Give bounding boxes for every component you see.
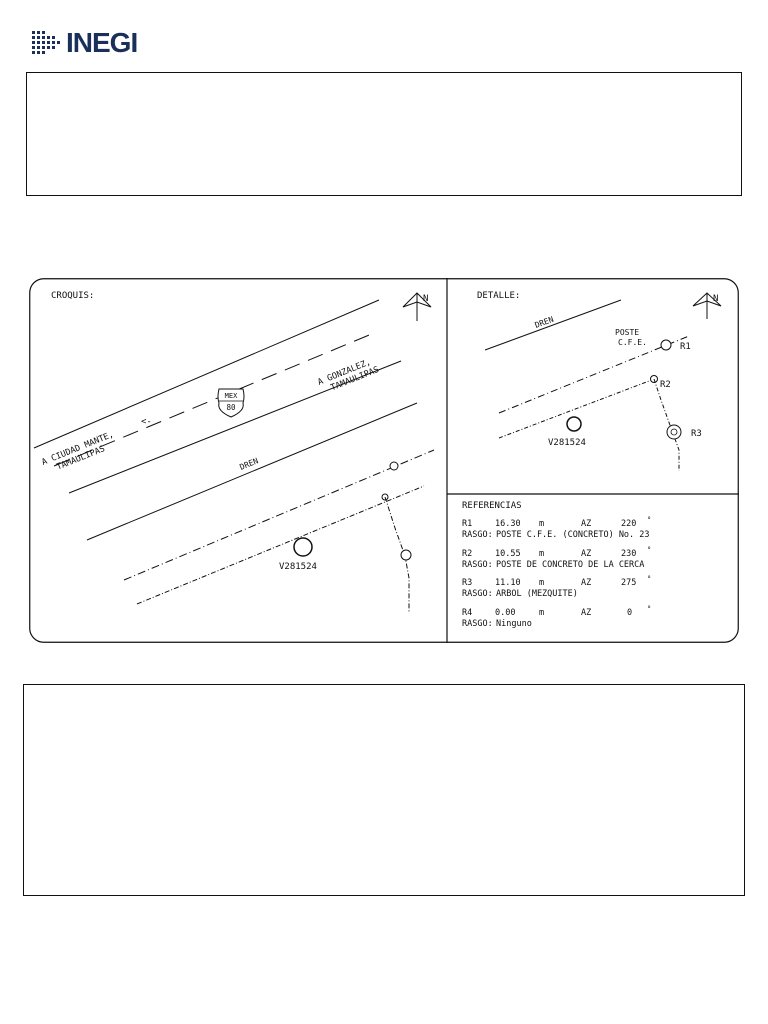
- highway-edge-top: [33, 299, 380, 449]
- ref-degree: °: [647, 546, 651, 554]
- referencias-title: REFERENCIAS: [462, 501, 522, 511]
- highway-edge-bottom: [68, 360, 402, 494]
- r3-label: R3: [691, 429, 702, 439]
- ref-rasgo: ARBOL (MEZQUITE): [496, 589, 578, 599]
- ref-azimuth: 275: [621, 578, 636, 588]
- vertex-marker: [293, 537, 313, 557]
- poste-marker: [389, 461, 399, 471]
- ref-azimuth: 220: [621, 519, 636, 529]
- ref-rasgo: POSTE DE CONCRETO DE LA CERCA: [496, 560, 644, 570]
- ref-unit: m: [539, 549, 544, 559]
- croquis-title: CROQUIS:: [51, 291, 94, 301]
- vertex-label: V281524: [279, 562, 317, 572]
- ref-id: R2: [462, 549, 472, 559]
- dren-line-detail: [484, 299, 622, 351]
- dren-line: [86, 402, 418, 541]
- ref-id: R3: [462, 578, 472, 588]
- ref-distance: 0.00: [495, 608, 515, 618]
- ref-degree: °: [647, 575, 651, 583]
- poste-label-2: C.F.E.: [618, 338, 647, 347]
- reference-r1: R1 16.30 m AZ 220 ° RASGO: POSTE C.F.E. …: [462, 516, 651, 540]
- ref-distance: 16.30: [495, 519, 521, 529]
- reference-r3: R3 11.10 m AZ 275 ° RASGO: ARBOL (MEZQUI…: [462, 575, 651, 599]
- highway-centerline: [53, 332, 375, 467]
- ref-rasgo-label: RASGO:: [462, 619, 493, 629]
- reference-r2: R2 10.55 m AZ 230 ° RASGO: POSTE DE CONC…: [462, 546, 651, 570]
- shield-number: 80: [226, 403, 236, 412]
- fence-line-detail-2: [498, 377, 658, 439]
- ref-az-label: AZ: [581, 549, 591, 559]
- vertex-marker-detail: [566, 416, 582, 432]
- ref-azimuth: 0: [627, 608, 632, 618]
- poste-label-1: POSTE: [615, 328, 639, 337]
- ref-rasgo-label: RASGO:: [462, 560, 493, 570]
- ref-degree: °: [647, 605, 651, 613]
- logo-text: INEGI: [66, 27, 138, 58]
- ref-azimuth: 230: [621, 549, 636, 559]
- ref-unit: m: [539, 578, 544, 588]
- fence-line-2: [136, 485, 425, 605]
- fence-line-1: [123, 449, 435, 581]
- ref-unit: m: [539, 608, 544, 618]
- fence-line-detail-1: [498, 335, 690, 414]
- ref-degree: °: [647, 516, 651, 524]
- ref-az-label: AZ: [581, 608, 591, 618]
- ref-rasgo: Ninguno: [496, 619, 532, 629]
- ref-distance: 11.10: [495, 578, 521, 588]
- ref-id: R4: [462, 608, 472, 618]
- detalle-title: DETALLE:: [477, 291, 520, 301]
- r1-marker: [660, 339, 672, 351]
- ref-id: R1: [462, 519, 472, 529]
- north-label-detail: N: [713, 294, 718, 304]
- r3-marker-inner: [670, 428, 678, 436]
- north-arrow-icon-detail: N: [692, 292, 722, 319]
- ref-distance: 10.55: [495, 549, 521, 559]
- ref-unit: m: [539, 519, 544, 529]
- r3-marker: [666, 424, 682, 440]
- ref-rasgo: POSTE C.F.E. (CONCRETO) No. 23: [496, 530, 650, 540]
- ref-rasgo-label: RASGO:: [462, 589, 493, 599]
- vertex-label-detail: V281524: [548, 438, 586, 448]
- north-label: N: [423, 294, 428, 304]
- bottom-info-box: [23, 684, 745, 896]
- highway-shield-icon: MEX 80: [217, 388, 245, 418]
- sketch-frame: CROQUIS: N A CIUDAD MANTE, TAMAULIPAS <-…: [29, 278, 739, 643]
- r1-label: R1: [680, 342, 691, 352]
- top-info-box: [26, 72, 742, 196]
- ref-az-label: AZ: [581, 519, 591, 529]
- ref-rasgo-label: RASGO:: [462, 530, 493, 540]
- inegi-logo: [32, 31, 60, 54]
- reference-r4: R4 0.00 m AZ 0 ° RASGO: Ninguno: [462, 605, 651, 629]
- arrow-left-icon: <-: [141, 417, 152, 427]
- north-arrow-icon: N: [402, 292, 432, 321]
- shield-top: MEX: [225, 392, 238, 400]
- r2-label: R2: [660, 380, 671, 390]
- ref-az-label: AZ: [581, 578, 591, 588]
- tree-icon: [400, 549, 412, 561]
